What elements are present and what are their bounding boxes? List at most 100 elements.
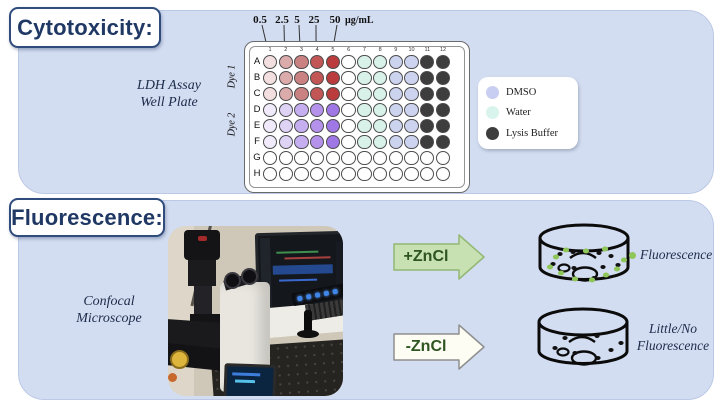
confocal-caption-line2: Microscope	[76, 311, 142, 326]
well-H7	[357, 166, 372, 182]
well-E6	[341, 118, 356, 134]
col-label-5: 5	[331, 47, 335, 53]
legend-item-water: Water	[486, 106, 570, 120]
well-G2	[278, 150, 293, 166]
well-C5	[325, 86, 341, 102]
well-F6	[341, 134, 356, 150]
concentration-label-5: 5	[294, 14, 300, 26]
concentration-unit: µg/mL	[345, 15, 374, 26]
well-D6	[341, 102, 356, 118]
well-A6	[341, 54, 356, 70]
well-C10	[404, 86, 419, 102]
well-H6	[341, 166, 356, 182]
well-F4	[309, 134, 325, 150]
col-label-8: 8	[378, 47, 382, 53]
well-A10	[404, 54, 419, 70]
photo-laser-column	[194, 286, 212, 316]
well-F7	[357, 134, 372, 150]
concentration-label-2.5: 2.5	[275, 14, 289, 26]
minus-zncl-arrow: -ZnCl	[393, 324, 485, 370]
well-D1	[262, 102, 278, 118]
well-D8	[372, 102, 388, 118]
confocal-microscope-caption: Confocal Microscope	[49, 293, 169, 327]
fluorescent-dish	[538, 223, 630, 283]
well-D4	[309, 102, 325, 118]
well-G3	[294, 150, 309, 166]
well-C11	[420, 86, 435, 102]
well-D9	[388, 102, 404, 118]
row-label-C: C	[253, 88, 261, 99]
well-F2	[278, 134, 293, 150]
well-C12	[435, 86, 451, 102]
well-D7	[357, 102, 372, 118]
well-C7	[357, 86, 372, 102]
well-B7	[357, 70, 372, 86]
legend-swatch	[486, 106, 499, 120]
well-F11	[420, 134, 435, 150]
ldh-assay-caption: LDH Assay Well Plate	[99, 77, 239, 111]
col-label-10: 10	[408, 47, 415, 53]
well-H1	[262, 166, 278, 182]
well-G4	[309, 150, 325, 166]
well-H8	[372, 166, 388, 182]
well-A12	[435, 54, 451, 70]
ldh-caption-line1: LDH Assay	[137, 78, 201, 93]
photo-screen-red-line	[284, 256, 331, 260]
confocal-caption-line1: Confocal	[83, 294, 135, 309]
fluorescence-outcome-text: Fluorescence	[640, 247, 713, 262]
legend-label: Lysis Buffer	[506, 128, 559, 140]
well-B9	[388, 70, 404, 86]
well-F9	[388, 134, 404, 150]
row-label-F: F	[254, 136, 260, 147]
well-C1	[262, 86, 278, 102]
well-D2	[278, 102, 293, 118]
plus-zncl-arrow: +ZnCl	[393, 234, 485, 280]
well-B6	[341, 70, 356, 86]
well-H2	[278, 166, 293, 182]
legend-item-dmso: DMSO	[486, 85, 570, 99]
row-label-D: D	[253, 104, 261, 115]
well-F12	[435, 134, 451, 150]
well-H12	[435, 166, 451, 182]
well-A9	[388, 54, 404, 70]
legend-swatch	[486, 127, 499, 141]
well-G12	[435, 150, 451, 166]
well-H9	[388, 166, 404, 182]
col-label-1: 1	[268, 47, 272, 53]
fluorescence-title-text: Fluorescence:	[11, 204, 163, 230]
well-H10	[404, 166, 419, 182]
concentration-label-50: 50	[329, 14, 341, 26]
well-C6	[341, 86, 356, 102]
well-E3	[294, 118, 309, 134]
col-label-11: 11	[424, 47, 431, 53]
well-H11	[420, 166, 435, 182]
photo-orange-knob	[168, 373, 177, 382]
well-G5	[325, 150, 341, 166]
legend-item-lysis-buffer: Lysis Buffer	[486, 127, 570, 141]
legend-swatch	[486, 85, 499, 99]
well-B2	[278, 70, 293, 86]
non-fluorescent-dish	[537, 307, 629, 366]
well-H5	[325, 166, 341, 182]
photo-eyepiece-right	[241, 268, 258, 285]
well-A11	[420, 54, 435, 70]
well-F8	[372, 134, 388, 150]
confocal-microscope-photo	[168, 226, 343, 396]
no-fluorescence-outcome-label: Little/No Fluorescence	[621, 320, 720, 354]
row-label-H: H	[253, 168, 261, 179]
well-H3	[294, 166, 309, 182]
well-B12	[435, 70, 451, 86]
well-E4	[309, 118, 325, 134]
fluorescence-outcome-label: Fluorescence	[629, 247, 712, 263]
well-G6	[341, 150, 356, 166]
well-C3	[294, 86, 309, 102]
well-E11	[420, 118, 435, 134]
dye1-label: Dye 1	[226, 64, 238, 88]
col-label-9: 9	[394, 47, 398, 53]
legend-label: Water	[506, 107, 531, 119]
well-A5	[325, 54, 341, 70]
well-B4	[309, 70, 325, 86]
dye2-label: Dye 2	[226, 112, 238, 136]
